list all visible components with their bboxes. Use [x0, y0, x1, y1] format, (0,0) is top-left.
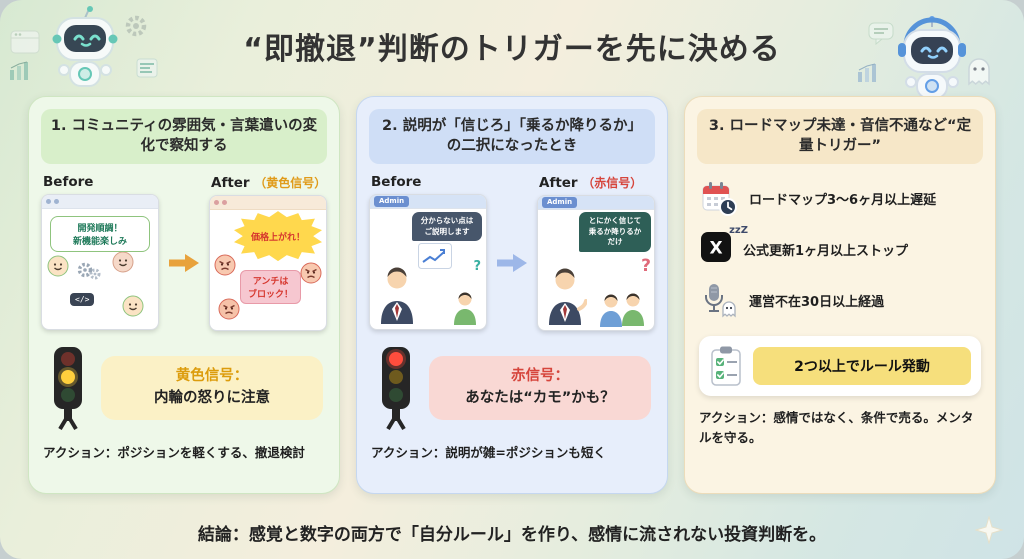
panel1-before-after: Before 開発順調！ 新機能楽しみ	[41, 174, 327, 332]
calendar-clock-icon	[702, 182, 737, 217]
panel1-after-column: After （黄色信号） 価格上がれ！ アンチは ブロック！	[209, 174, 327, 332]
trigger-text: 運営不在30日以上経過	[749, 294, 885, 310]
chat-window-before: 開発順調！ 新機能楽しみ	[41, 194, 159, 331]
admin-bubble-polite: 分からない点は ご説明します	[412, 212, 482, 242]
signal-title: 赤信号：	[511, 368, 569, 385]
robot-mascot-left	[52, 6, 118, 87]
x-logo-sleep-icon: X zzZ	[701, 225, 748, 266]
listener-person-illustration	[454, 292, 476, 326]
svg-text:X: X	[709, 239, 722, 259]
signal-title: 黄色信号：	[175, 368, 249, 385]
rule-card: 2つ以上でルール発動	[699, 336, 981, 397]
panel2-after-column: After （赤信号） Admin とにかく信じて 乗るか降りるか だけ	[537, 174, 655, 332]
panel-explanation-signal: 2. 説明が「信じろ」「乗るか降りるか」の二択になったとき Before Adm…	[356, 96, 668, 494]
before-label: Before	[371, 174, 422, 191]
happy-avatar-icon	[112, 251, 134, 273]
rule-activation-text: 2つ以上でルール発動	[753, 347, 971, 386]
admin-label: Admin	[374, 196, 410, 208]
traffic-light-yellow-icon	[54, 347, 82, 431]
speech-bubble-icon	[868, 22, 894, 46]
microphone-ghost-icon	[705, 284, 736, 318]
angry-avatar-icon	[214, 254, 236, 276]
block-callout: アンチは ブロック！	[240, 270, 302, 305]
signal-text: 内輪の怒りに注意	[154, 390, 270, 407]
yellow-signal-callout: 黄色信号： 内輪の怒りに注意	[101, 356, 323, 420]
happy-avatar-icon	[122, 295, 144, 317]
panel1-before-column: Before 開発順調！ 新機能楽しみ	[41, 174, 159, 331]
panel-quantitative-triggers: 3. ロードマップ未達・音信不通など“定量トリガー” ロードマップ3〜6ヶ月以上…	[684, 96, 996, 494]
panel2-action: アクション：説明が雑=ポジションも短く	[371, 445, 606, 461]
chat-window-after: 価格上がれ！ アンチは ブロック！	[209, 195, 327, 332]
gear-icon	[125, 15, 147, 37]
listener-person-illustration	[622, 293, 644, 327]
trigger-text: ロードマップ3〜6ヶ月以上遅延	[749, 192, 937, 208]
after-label: After （黄色信号）	[211, 175, 327, 192]
window-titlebar	[210, 196, 326, 211]
panel1-heading: 1. コミュニティの雰囲気・言葉遣いの変化で察知する	[41, 109, 327, 165]
bar-chart-icon	[10, 61, 28, 80]
after-tag-red: （赤信号）	[582, 176, 643, 191]
panel3-action: アクション：感情ではなく、条件で売る。メンタルを守る。	[699, 410, 974, 445]
admin-window-before: Admin 分からない点は ご説明します	[369, 194, 487, 331]
arrow-right-icon	[497, 254, 527, 273]
signal-text: あなたは“カモ”かも？	[465, 390, 615, 407]
robot-mascot-right	[898, 16, 966, 99]
conclusion-text: 結論：感覚と数字の両方で「自分ルール」を作り、感情に流されない投資判断を。	[197, 525, 827, 545]
admin-bubble-pushy: とにかく信じて 乗るか降りるか だけ	[579, 212, 651, 252]
admin-person-illustration	[549, 268, 587, 326]
chat-bubble-positive: 開発順調！ 新機能楽しみ	[50, 216, 150, 253]
code-lines-icon	[136, 58, 158, 78]
browser-window-icon	[10, 30, 40, 54]
after-tag-yellow: （黄色信号）	[254, 176, 327, 191]
gears-icon	[77, 262, 101, 280]
trigger-item-absent-management: 運営不在30日以上経過	[701, 282, 979, 318]
traffic-light-red-icon	[382, 347, 410, 431]
panel2-before-after: Before Admin 分からない点は ご説明します	[369, 174, 655, 332]
panel1-action: アクション：ポジションを軽くする、撤退検討	[43, 445, 305, 461]
panel1-signal-row: 黄色信号： 内輪の怒りに注意	[41, 345, 327, 431]
question-mark: ?	[641, 256, 651, 277]
admin-person-illustration	[381, 267, 413, 325]
ghost-icon	[968, 58, 990, 86]
panel2-before-column: Before Admin 分からない点は ご説明します	[369, 174, 487, 331]
panel-community-signal: 1. コミュニティの雰囲気・言葉遣いの変化で察知する Before 開発順調！ …	[28, 96, 340, 494]
sleep-zzz: zzZ	[729, 225, 748, 237]
trigger-text: 公式更新1ヶ月以上ストップ	[743, 243, 909, 259]
before-label: Before	[43, 174, 94, 191]
sparkle-icon	[975, 516, 1003, 544]
page-title: “即撤退”判断のトリガーを先に決める	[243, 32, 781, 67]
panels-row: 1. コミュニティの雰囲気・言葉遣いの変化で察知する Before 開発順調！ …	[28, 96, 996, 494]
x-logo-icon: X	[701, 232, 731, 263]
price-burst: 価格上がれ！	[234, 211, 322, 262]
admin-window-after: Admin とにかく信じて 乗るか降りるか だけ	[537, 195, 655, 332]
trigger-item-official-updates: X zzZ 公式更新1ヶ月以上ストップ	[701, 225, 979, 266]
panel2-signal-row: 赤信号： あなたは“カモ”かも？	[369, 345, 655, 431]
checklist-clipboard-icon	[711, 346, 741, 386]
angry-avatar-icon	[300, 262, 322, 284]
arrow-right-icon	[169, 254, 199, 273]
listener-person-illustration	[600, 294, 622, 328]
growth-chart-icon	[418, 243, 452, 270]
panel3-heading: 3. ロードマップ未達・音信不通など“定量トリガー”	[697, 109, 983, 165]
happy-avatar-icon	[47, 255, 69, 277]
window-titlebar	[42, 195, 158, 210]
admin-label: Admin	[542, 197, 578, 209]
bar-chart-icon	[858, 63, 876, 82]
angry-avatar-icon	[218, 298, 240, 320]
after-label: After （赤信号）	[539, 175, 643, 192]
panel2-heading: 2. 説明が「信じろ」「乗るか降りるか」の二択になったとき	[369, 109, 655, 165]
question-mark: ?	[473, 259, 481, 275]
code-tag-icon: </>	[70, 293, 95, 307]
window-titlebar: Admin	[370, 195, 486, 210]
red-signal-callout: 赤信号： あなたは“カモ”かも？	[429, 356, 651, 420]
trigger-item-roadmap: ロードマップ3〜6ヶ月以上遅延	[701, 180, 979, 217]
window-titlebar: Admin	[538, 196, 654, 211]
